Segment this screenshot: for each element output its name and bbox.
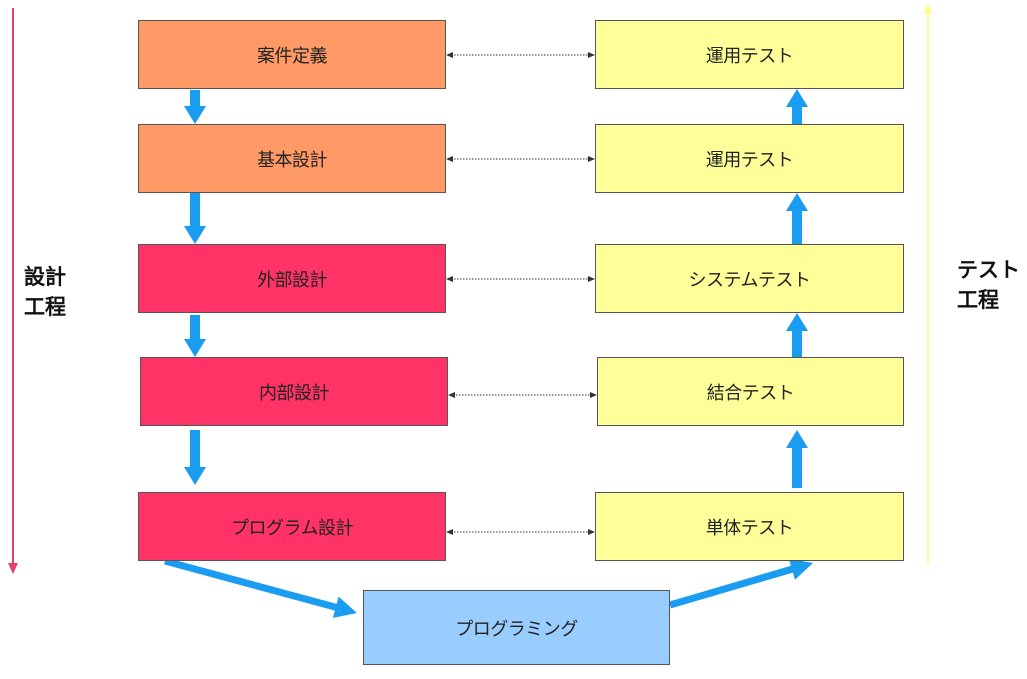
design-flow-arrow-2 [184,193,206,244]
connector-internal-integration-head-left [448,392,455,398]
integration-test-box: 結合テスト [597,357,904,426]
requirements-definition-box: 案件定義 [138,20,446,89]
connector-program-unit-head-left [446,529,453,535]
connector-internal-integration-head-right [590,392,597,398]
system-test-box: システムテスト [595,244,904,313]
from-programming-arrow [669,558,813,609]
test-flow-arrow-3 [786,193,808,244]
test-flow-arrow-4 [786,89,808,140]
basic-design-box: 基本設計 [138,124,446,193]
connector-external-system-head-right [588,276,595,282]
test-phase-axis-arrowhead [923,3,933,14]
connector-requirements-operation-head-right [588,52,595,58]
design-flow-arrow-4 [184,430,206,485]
operation-test-box: 運用テスト [595,124,904,193]
programming-box: プログラミング [363,590,670,665]
connector-program-unit-head-right [588,529,595,535]
design-flow-arrow-3 [184,315,206,357]
design-phase-axis-arrowhead [8,563,18,574]
unit-test-box: 単体テスト [595,492,904,561]
test-phase-label: テスト 工程 [957,258,1020,312]
connector-basic-operation-head-left [446,156,453,162]
connector-basic-operation-head-right [588,156,595,162]
design-flow-arrow-1 [184,90,206,124]
to-programming-arrow [164,557,357,618]
program-design-box: プログラム設計 [138,492,446,561]
connector-requirements-operation-head-left [446,52,453,58]
test-flow-arrow-1 [786,430,808,488]
external-design-box: 外部設計 [138,244,446,313]
operation-test-box-top: 運用テスト [595,20,904,89]
connector-external-system-head-left [446,276,453,282]
design-phase-label: 設計 工程 [24,265,66,319]
internal-design-box: 内部設計 [140,357,448,426]
test-flow-arrow-2 [786,313,808,357]
